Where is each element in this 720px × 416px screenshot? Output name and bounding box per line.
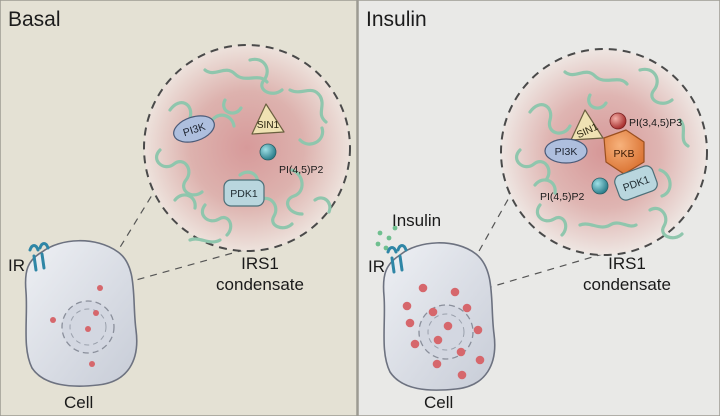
insulin-pi3k-label: PI3K xyxy=(555,146,578,158)
insulin-lipid-p3: PI(3,4,5)P3 xyxy=(609,112,682,130)
insulin-lipid-p2-label: PI(4,5)P2 xyxy=(540,191,585,203)
insulin-receptor-label: IR xyxy=(368,257,385,276)
basal-droplets xyxy=(50,285,103,367)
insulin-pdk1: PDK1 xyxy=(614,165,658,201)
insulin-condensate-label: IRS1 condensate xyxy=(572,253,682,295)
basal-lipid: PI(4,5)P2 xyxy=(259,143,324,176)
basal-nucleus-inner xyxy=(69,308,107,346)
basal-condensate-label: IRS1 condensate xyxy=(205,253,315,295)
insulin-condensate-label-line1: IRS1 xyxy=(608,254,646,273)
insulin-condensate-label-line2: condensate xyxy=(583,275,671,294)
insulin-nucleus-inner xyxy=(427,313,465,351)
insulin-receptor xyxy=(386,244,408,274)
basal-pdk1-label: PDK1 xyxy=(230,188,258,200)
basal-sin1-label: SIN1 xyxy=(257,120,280,131)
insulin-pkb-label: PKB xyxy=(613,148,634,160)
insulin-pi3k: PI3K xyxy=(544,138,588,164)
insulin-strands xyxy=(514,67,690,240)
insulin-lipid-p2: PI(4,5)P2 xyxy=(540,177,609,203)
basal-condensate-label-line2: condensate xyxy=(216,275,304,294)
insulin-lipid-p3-label: PI(3,4,5)P3 xyxy=(629,117,682,129)
basal-receptor-label: IR xyxy=(8,256,25,275)
basal-pi3k: PI3K xyxy=(173,115,215,143)
basal-title: Basal xyxy=(8,8,61,31)
basal-strands xyxy=(154,57,332,244)
basal-lipid-label: PI(4,5)P2 xyxy=(279,164,324,176)
insulin-pkb: PKB xyxy=(603,129,645,175)
basal-receptor xyxy=(28,242,50,272)
basal-sin1: SIN1 xyxy=(251,103,285,135)
insulin-molecules xyxy=(375,225,398,251)
insulin-nucleus xyxy=(418,304,474,360)
basal-cell-label: Cell xyxy=(64,393,94,412)
insulin-ligand-label: Insulin xyxy=(392,211,442,230)
insulin-sin1: SIN1 xyxy=(570,109,604,141)
basal-condensate-label-line1: IRS1 xyxy=(241,254,279,273)
insulin-cell-label: Cell xyxy=(424,393,454,412)
insulin-droplets xyxy=(402,283,485,380)
basal-condensate xyxy=(143,44,351,252)
basal-pdk1: PDK1 xyxy=(223,179,265,207)
insulin-title: Insulin xyxy=(366,8,427,31)
